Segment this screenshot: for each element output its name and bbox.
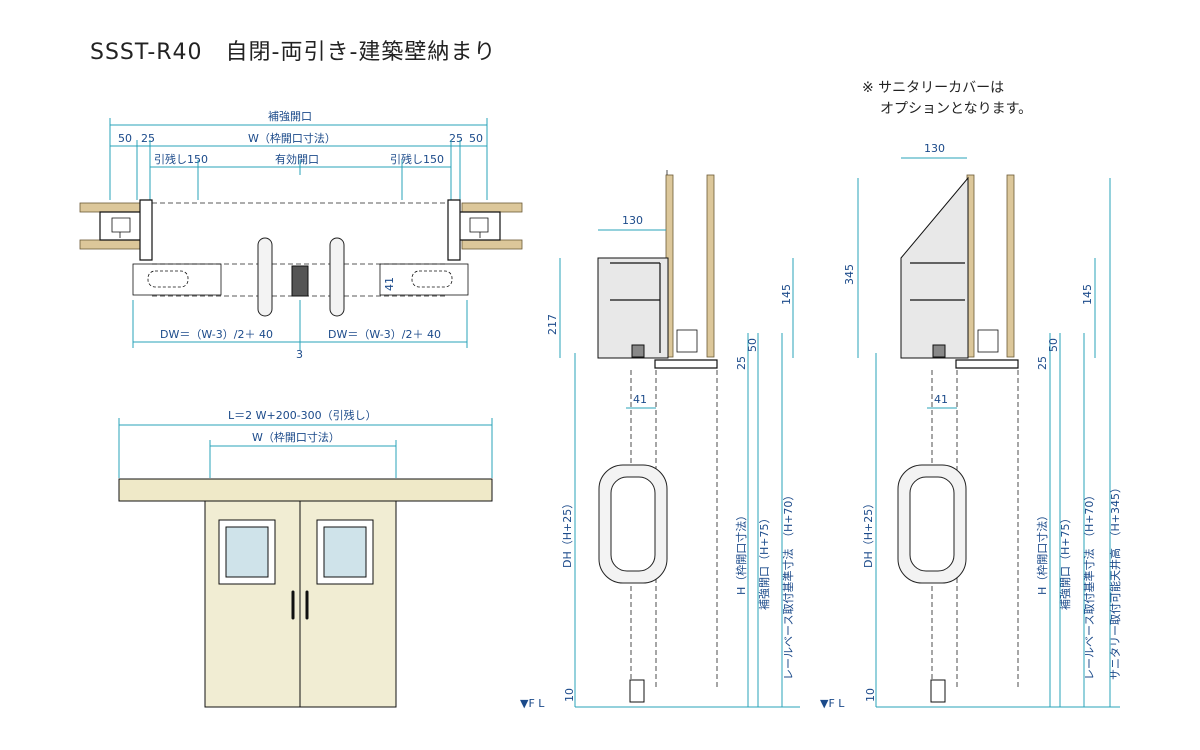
section-a-label-41: 41 — [633, 393, 647, 406]
section-a-label-fl: ▼F L — [520, 697, 545, 710]
option-note: ※ サニタリーカバーは オプションとなります。 — [862, 78, 1032, 120]
plan-label-dw-left: DW＝（W-3）/2＋ 40 — [160, 328, 273, 341]
section-a-label-50: 50 — [746, 338, 759, 352]
plan-label-50-left: 50 — [118, 132, 132, 145]
section-b-label-10: 10 — [864, 688, 877, 702]
section-a-label-130: 130 — [622, 214, 643, 227]
section-b-label-145: 145 — [1081, 284, 1094, 305]
plan-frame-right — [447, 199, 501, 261]
section-a-label-h: H（枠開口寸法） — [734, 510, 748, 595]
elev-label-overall: L＝2 W+200-300（引残し） — [228, 408, 377, 422]
section-b-label-fl: ▼F L — [820, 697, 845, 710]
plan-label-reinforced: 補強開口 — [268, 110, 312, 123]
page-title: SSST-R40 自閉-両引き-建築壁納まり — [90, 40, 497, 65]
plan-wall-right-top — [461, 202, 523, 213]
note-line-1: ※ サニタリーカバーは — [862, 80, 1005, 96]
plan-view: 補強開口 50 25 W（枠開口寸法） 25 50 引残し150 有効開口 引残… — [79, 110, 523, 361]
section-b: 130 345 145 DH（H+25） H（枠開口寸法） 25 補強開口（H+… — [820, 142, 1122, 710]
plan-wall-right-bottom — [461, 239, 523, 250]
plan-label-41: 41 — [383, 277, 396, 291]
section-b-label-130: 130 — [924, 142, 945, 155]
plan-label-hikinokoshi-right: 引残し150 — [390, 152, 444, 166]
plan-wall-left-bottom — [79, 239, 141, 250]
elev-header-beam — [118, 478, 493, 502]
section-a-rail-box — [597, 257, 669, 359]
section-b-label-25: 25 — [1036, 356, 1049, 370]
elevation-view: L＝2 W+200-300（引残し） W（枠開口寸法） — [118, 408, 493, 708]
plan-label-hikinokoshi-left: 引残し150 — [154, 152, 208, 166]
section-a-label-dh: DH（H+25） — [561, 498, 574, 568]
section-b-label-50: 50 — [1047, 338, 1060, 352]
plan-frame-left — [99, 199, 153, 261]
section-a-label-10: 10 — [563, 688, 576, 702]
section-b-label-h: H（枠開口寸法） — [1035, 510, 1049, 595]
section-b-label-rail: レールベース取付基準寸法 （H+70） — [1082, 490, 1096, 680]
section-a: 130 217 145 DH（H+25） H（枠開口寸法） 25 補強開口（H+… — [520, 170, 800, 710]
plan-wall-left-top — [79, 202, 141, 213]
section-a-label-217: 217 — [546, 314, 559, 335]
section-a-label-25: 25 — [735, 356, 748, 370]
plan-label-25-left: 25 — [141, 132, 155, 145]
section-a-label-145: 145 — [780, 284, 793, 305]
note-line-2: オプションとなります。 — [880, 101, 1033, 117]
section-b-label-dh: DH（H+25） — [862, 498, 875, 568]
plan-handle-right — [329, 237, 345, 317]
plan-label-w: W（枠開口寸法） — [248, 131, 336, 145]
section-b-label-sanitary: サニタリー取付可能天井高 （H+345） — [1108, 482, 1122, 680]
section-a-label-reinf: 補強開口（H+75） — [758, 513, 771, 611]
section-b-label-41: 41 — [934, 393, 948, 406]
section-b-sanitary-cover — [900, 176, 969, 359]
plan-label-dw-right: DW＝（W-3）/2＋ 40 — [328, 328, 441, 341]
plan-handle-left — [257, 237, 273, 317]
plan-label-effective: 有効開口 — [275, 152, 319, 166]
plan-door-right — [379, 263, 469, 296]
plan-door-left — [132, 263, 222, 296]
section-b-label-reinf: 補強開口（H+75） — [1059, 513, 1072, 611]
section-a-label-rail: レールベース取付基準寸法 （H+70） — [781, 490, 795, 680]
section-b-label-345: 345 — [843, 264, 856, 285]
elev-label-w: W（枠開口寸法） — [252, 430, 340, 444]
plan-label-50-right: 50 — [469, 132, 483, 145]
plan-label-gap: 3 — [296, 348, 303, 361]
